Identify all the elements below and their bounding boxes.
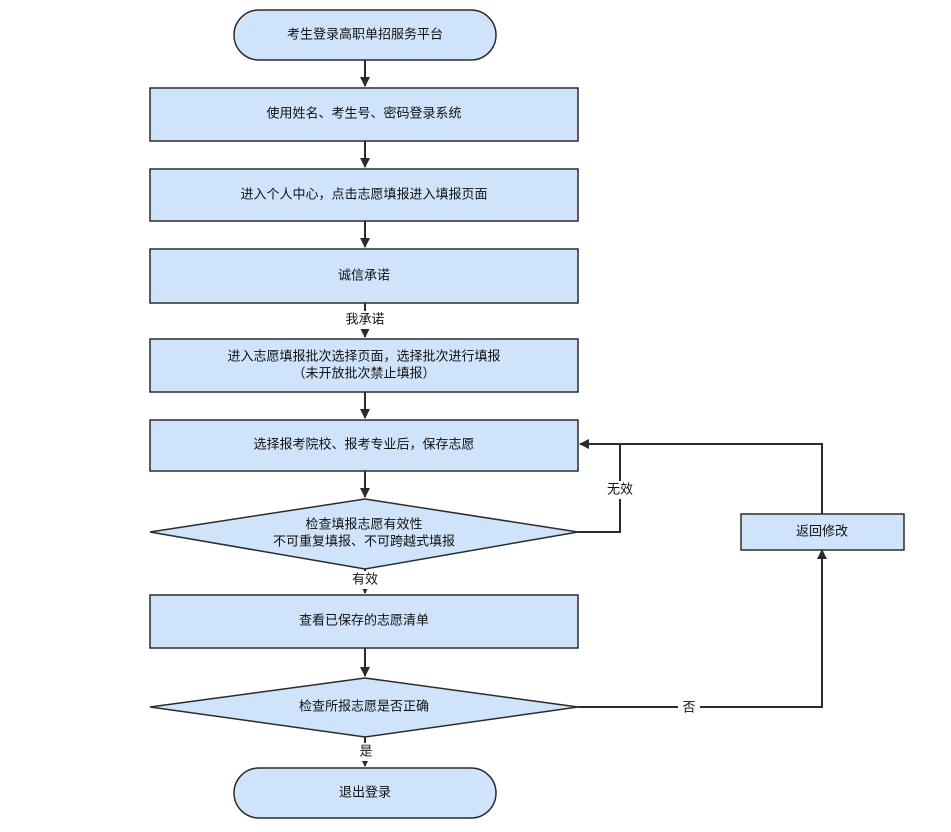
promise-node-label: 诚信承诺 [338,269,390,284]
center-node: 进入个人中心，点击志愿填报进入填报页面 [149,168,579,222]
select-node: 选择报考院校、报考专业后，保存志愿 [149,419,579,472]
check-valid-label-line2: 不可重复填报、不可跨越式填报 [273,534,455,550]
check-valid-decision: 检查填报志愿有效性 不可重复填报、不可跨越式填报 [149,498,579,570]
batch-node: 进入志愿填报批次选择页面，选择批次进行填报 （未开放批次禁止填报） [149,338,579,393]
login-node-label: 使用姓名、考生号、密码登录系统 [266,106,461,122]
batch-node-label-line1: 进入志愿填报批次选择页面，选择批次进行填报 [227,349,500,365]
modify-node: 返回修改 [740,513,905,551]
no-label-bg [678,699,700,717]
login-node: 使用姓名、考生号、密码登录系统 [149,87,579,142]
batch-node-label-line2: （未开放批次禁止填报） [292,366,435,382]
start-node: 考生登录高职单招服务平台 [233,9,497,61]
edge-label-invalid: 无效 [607,483,633,498]
promise-node: 诚信承诺 [149,248,579,304]
yes-label-bg [355,743,377,761]
arrow-modify-to-select [620,443,823,514]
edge-label-no: 否 [682,701,695,716]
end-node-label: 退出登录 [339,786,391,801]
edge-label-i-promise: 我承诺 [345,313,384,328]
edge-label-yes: 是 [359,745,372,760]
arrow-no-to-modify [578,549,827,708]
edge-label-valid: 有效 [352,573,378,588]
end-node: 退出登录 [233,767,497,819]
connectors [360,60,827,767]
view-list-node: 查看已保存的志愿清单 [149,594,579,649]
check-correct-decision: 检查所报志愿是否正确 [149,677,579,738]
view-list-label: 查看已保存的志愿清单 [299,613,429,629]
center-node-label: 进入个人中心，点击志愿填报进入填报页面 [240,188,487,203]
invalid-label-bg [600,481,640,499]
check-correct-label: 检查所报志愿是否正确 [299,700,429,715]
modify-node-label: 返回修改 [796,525,848,540]
i-promise-label-bg [333,311,397,329]
valid-label-bg [343,571,387,589]
select-node-label: 选择报考院校、报考专业后，保存志愿 [253,437,474,453]
start-node-label: 考生登录高职单招服务平台 [287,27,443,43]
check-valid-label-line1: 检查填报志愿有效性 [305,518,422,533]
